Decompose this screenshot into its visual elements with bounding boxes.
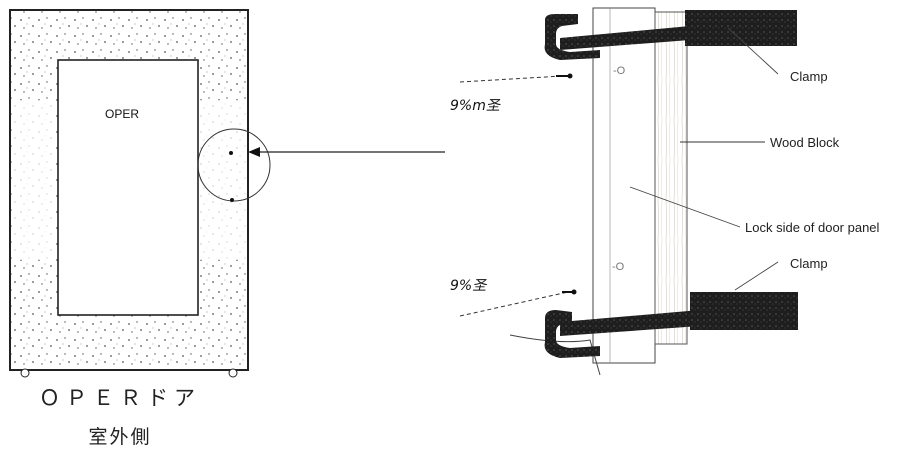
leader-lock-side xyxy=(629,186,741,228)
door-panel-edge xyxy=(592,7,656,364)
lock-side-detail: -O -O 9%m圣 9%圣 Clamp Wood Block Lock sid… xyxy=(450,7,880,376)
hole-size-bottom-label: 9%圣 xyxy=(450,278,488,294)
label-wood-block: Wood Block xyxy=(770,135,840,150)
svg-text:-O: -O xyxy=(612,261,625,273)
door-caption-title: ＯＰＥＲドア xyxy=(39,386,201,410)
leader-clamp-bottom xyxy=(734,261,779,291)
label-lock-side: Lock side of door panel xyxy=(745,220,880,235)
top-screw: -O xyxy=(459,65,626,83)
door-foot-left xyxy=(20,368,30,378)
bottom-screw: -O xyxy=(459,261,625,317)
door-inner-label: OPER xyxy=(105,107,139,121)
svg-text:-O: -O xyxy=(613,65,626,77)
door-glass-panel xyxy=(57,59,199,316)
label-clamp-top: Clamp xyxy=(790,69,828,84)
top-clamp xyxy=(544,10,797,60)
wood-block xyxy=(654,11,688,345)
label-clamp-bottom: Clamp xyxy=(790,256,828,271)
bottom-clamp xyxy=(544,292,798,358)
door-elevation: OPER xyxy=(9,9,271,378)
detail-circle xyxy=(197,128,271,202)
door-foot-right xyxy=(228,368,238,378)
door-caption-side: 室外側 xyxy=(88,426,152,448)
detail-pointer-arrow xyxy=(248,147,445,157)
hole-size-top-label: 9%m圣 xyxy=(450,98,502,114)
leader-clamp-top xyxy=(727,27,779,75)
